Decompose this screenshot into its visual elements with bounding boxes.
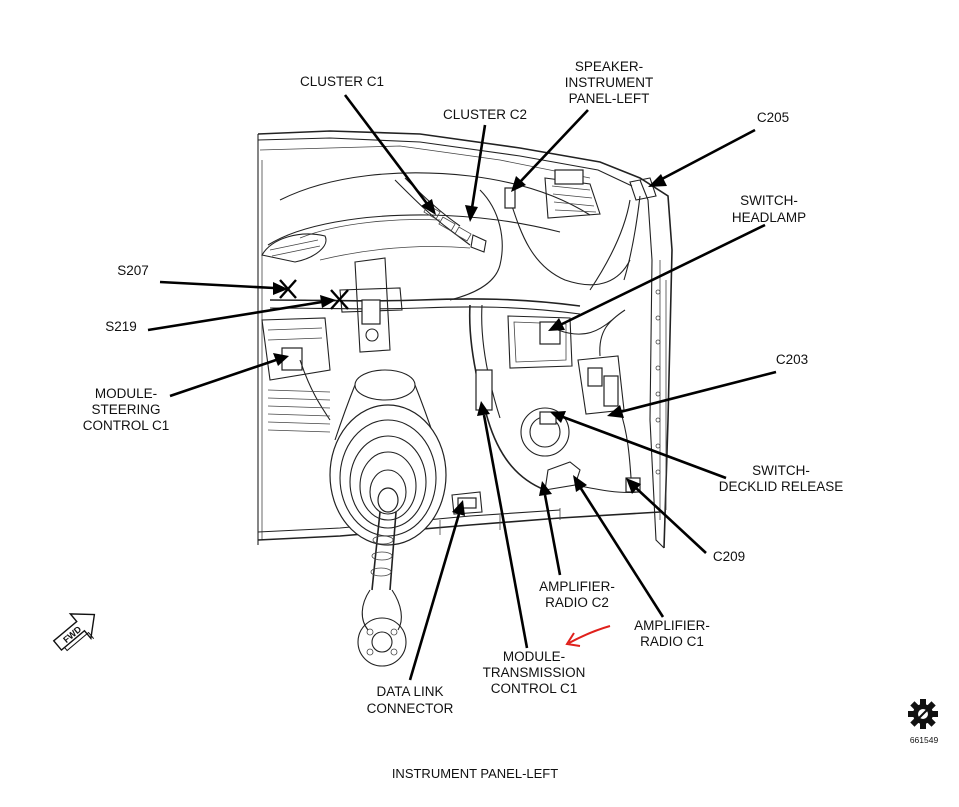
label-switch-decklid-line1: SWITCH- [752,463,810,478]
label-s219: S219 [105,319,137,334]
label-cluster-c1: CLUSTER C1 [300,74,384,89]
label-c203: C203 [776,352,808,367]
gear-icon [908,699,938,729]
label-cluster-c2: CLUSTER C2 [443,107,527,122]
red-annotation-arrow [565,625,611,647]
label-amp-c2-line1: AMPLIFIER- [539,579,615,594]
label-c205: C205 [757,110,789,125]
label-c209: C209 [713,549,745,564]
label-data-link-line2: CONNECTOR [367,701,454,716]
leader-lines [147,94,777,681]
label-data-link-line1: DATA LINK [376,684,443,699]
label-module-trans-line3: CONTROL C1 [491,681,578,696]
instrument-panel-illustration [257,130,673,667]
label-speaker-line1: SPEAKER- [575,59,643,74]
component-labels: CLUSTER C1 CLUSTER C2 SPEAKER- INSTRUMEN… [83,59,844,781]
label-module-trans-line1: MODULE- [503,649,565,664]
label-module-steering-line1: MODULE- [95,386,157,401]
label-switch-decklid-line2: DECKLID RELEASE [719,479,844,494]
figure-caption: INSTRUMENT PANEL-LEFT [392,766,558,781]
label-speaker-line2: INSTRUMENT [565,75,654,90]
splice-s219-mark [330,289,349,310]
label-module-steering-line3: CONTROL C1 [83,418,170,433]
label-module-steering-line2: STEERING [91,402,160,417]
label-module-trans-line2: TRANSMISSION [483,665,586,680]
figure-number: 661549 [910,735,939,745]
label-amp-c1-line2: RADIO C1 [640,634,704,649]
label-amp-c2-line2: RADIO C2 [545,595,609,610]
fwd-arrow-icon: FWD [52,613,96,652]
label-switch-headlamp-line1: SWITCH- [740,193,798,208]
label-amp-c1-line1: AMPLIFIER- [634,618,710,633]
label-switch-headlamp-line2: HEADLAMP [732,210,806,225]
label-speaker-line3: PANEL-LEFT [569,91,650,106]
splice-s207-mark [279,279,297,299]
label-s207: S207 [117,263,149,278]
